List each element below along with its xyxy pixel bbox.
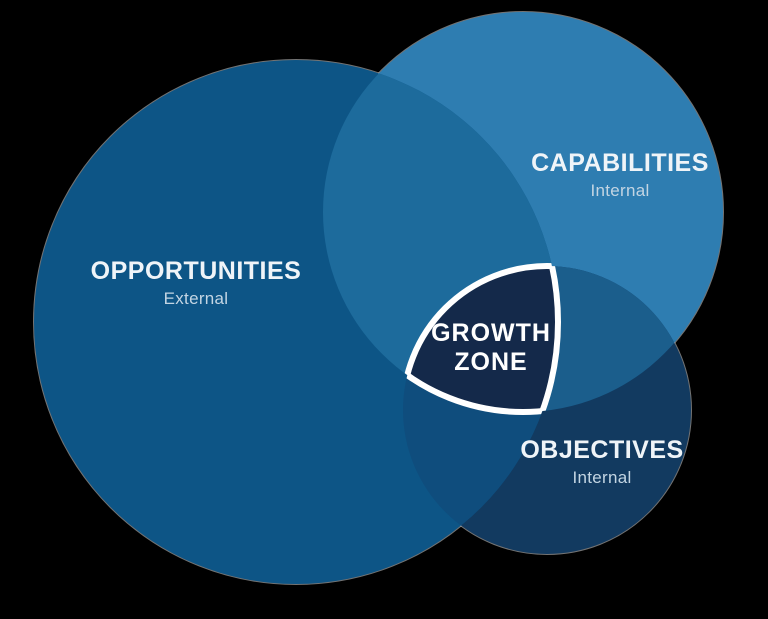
- growth-zone-shape: [403, 266, 561, 412]
- opportunities-objectives-overlap: [403, 266, 558, 554]
- opportunities-capabilities-overlap: [323, 60, 558, 412]
- growth-zone-border-bottom-arc: [403, 266, 558, 415]
